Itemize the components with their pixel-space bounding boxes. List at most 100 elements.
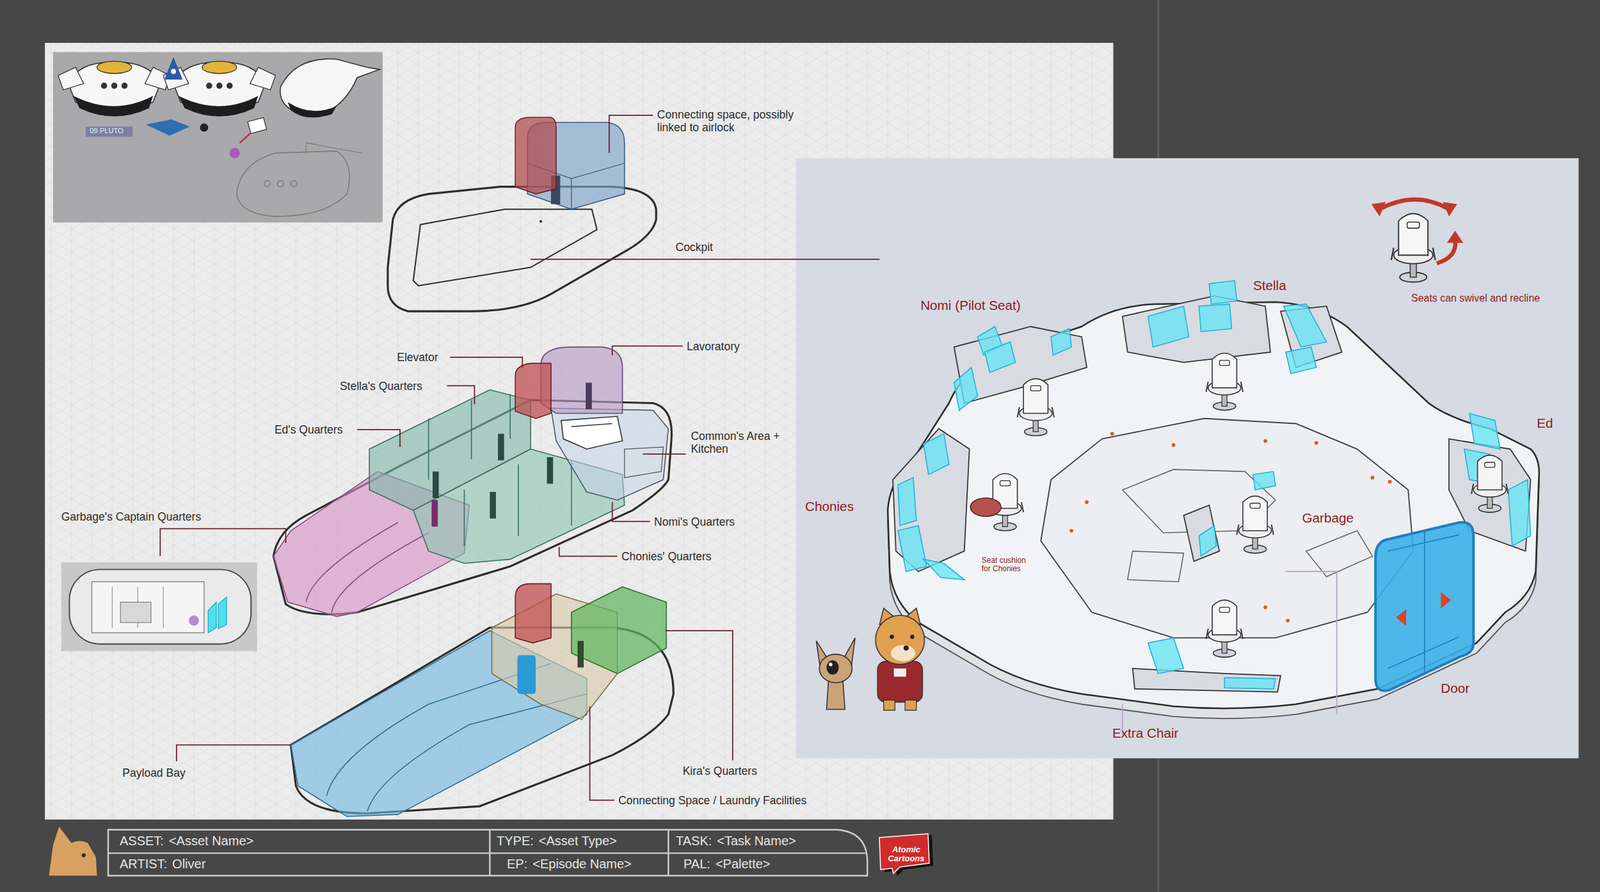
callout-label: Ed bbox=[1536, 415, 1553, 431]
leader-lines-part bbox=[446, 385, 475, 404]
swivel-icon-part bbox=[1371, 202, 1386, 217]
screens-part bbox=[984, 341, 1016, 373]
info-bar-part bbox=[489, 829, 669, 876]
door bbox=[1375, 522, 1474, 691]
ship-thumbnail-part bbox=[58, 61, 171, 117]
ship-thumbnail-part bbox=[288, 101, 338, 118]
seats-part bbox=[1017, 378, 1055, 436]
corgi-character-part bbox=[875, 615, 925, 665]
leader-lines-part bbox=[590, 705, 615, 800]
corgi-character-part bbox=[877, 661, 923, 703]
screens-part bbox=[1285, 346, 1317, 374]
quarters-level-part bbox=[624, 446, 664, 478]
callout-label: Ed's Quarters bbox=[274, 423, 344, 436]
title-block-cell: ASSET:<Asset Name> bbox=[117, 832, 256, 848]
quarters-level-part bbox=[585, 382, 592, 409]
field-value: <Palette> bbox=[715, 856, 771, 871]
field-label: ARTIST: bbox=[119, 856, 168, 871]
chihuahua-character-part bbox=[828, 662, 833, 667]
corgi-icon bbox=[49, 826, 98, 876]
screens-part bbox=[1198, 525, 1216, 557]
screens-part bbox=[1050, 328, 1072, 355]
callout-label: Stella bbox=[1253, 277, 1287, 294]
screens-part bbox=[897, 477, 917, 526]
leader-lines-part bbox=[609, 115, 654, 153]
chihuahua-character-part bbox=[826, 659, 839, 674]
seats-part bbox=[1206, 352, 1243, 410]
ship-thumbnail-part bbox=[236, 151, 350, 217]
logo-text: Atomic Cartoons bbox=[883, 844, 930, 864]
field-label: TYPE: bbox=[496, 833, 534, 848]
cockpit-level-part bbox=[387, 186, 656, 312]
ship-thumbnail-part bbox=[264, 180, 271, 187]
quarters-thumbnail-part bbox=[69, 568, 251, 644]
callout-label: Nomi's Quarters bbox=[654, 515, 735, 528]
payload-level bbox=[290, 583, 674, 816]
swivel-icon-part bbox=[1436, 240, 1456, 264]
callout-label: Seats can swivel and recline bbox=[1411, 292, 1540, 304]
swivel-icon-part bbox=[1447, 230, 1464, 243]
callout-label: Common's Area + Kitchen bbox=[690, 429, 803, 456]
field-label: TASK: bbox=[675, 833, 712, 848]
quarters-level-part bbox=[547, 456, 554, 484]
ship-thumbnail-part bbox=[145, 119, 191, 136]
consoles-part bbox=[1132, 668, 1281, 692]
quarters-thumbnail-part bbox=[61, 561, 258, 651]
logo-bubble bbox=[879, 833, 930, 873]
right-panel bbox=[796, 158, 1579, 758]
leader-lines-part bbox=[642, 453, 686, 455]
screens-part bbox=[1283, 304, 1327, 347]
cockpit-plan-part bbox=[887, 302, 1540, 708]
title-block-cell: TYPE: <Asset Type> bbox=[494, 832, 620, 848]
quarters-level-part bbox=[305, 522, 429, 612]
indicator-dots-part bbox=[1370, 475, 1375, 480]
callout-label: Connecting Space / Laundry Facilities bbox=[618, 793, 807, 807]
indicator-dots-part bbox=[1171, 442, 1176, 447]
quarters-level-part bbox=[489, 491, 496, 518]
swivel-icon-part bbox=[1391, 213, 1436, 282]
callout-label: Garbage bbox=[1301, 510, 1354, 526]
ship-thumbnail-part bbox=[305, 142, 363, 153]
ship-thumbnail-part bbox=[170, 69, 176, 75]
quarters-level-part bbox=[561, 416, 623, 449]
title-block-cell: PAL:<Palette> bbox=[680, 855, 774, 872]
corgi-icon-part bbox=[49, 826, 98, 876]
callout-label: Garbage's Captain Quarters bbox=[61, 510, 202, 523]
leader-lines-part bbox=[559, 546, 618, 556]
quarters-level-part bbox=[431, 499, 438, 527]
cockpit-level-part bbox=[539, 220, 543, 223]
ship-thumbnail-part bbox=[164, 56, 184, 80]
consoles-part bbox=[1184, 504, 1220, 562]
indicator-dots-part bbox=[1084, 499, 1089, 504]
cockpit-plan bbox=[816, 199, 1540, 735]
quarters-level bbox=[273, 346, 672, 617]
leader-lines-part bbox=[176, 744, 292, 761]
seats-part bbox=[1236, 496, 1273, 553]
indicator-dots bbox=[1069, 431, 1392, 622]
field-value: <Task Name> bbox=[716, 833, 796, 848]
screens-part bbox=[1224, 677, 1276, 689]
indicator-dots-part bbox=[1388, 479, 1392, 484]
info-bar-part bbox=[108, 851, 866, 854]
quarters-level-part bbox=[428, 393, 572, 546]
screens-part bbox=[954, 367, 978, 411]
quarters-thumbnail-part bbox=[91, 581, 204, 633]
callout-label: Nomi (Pilot Seat) bbox=[920, 297, 1021, 313]
callout-label: Lavoratory bbox=[686, 339, 740, 353]
leader-lines bbox=[160, 115, 733, 800]
corgi-character-part bbox=[890, 644, 916, 662]
corgi-character-part bbox=[910, 634, 914, 639]
leader-line bbox=[530, 258, 880, 260]
title-block-cell: ARTIST: Oliver bbox=[117, 855, 208, 872]
field-value: Oliver bbox=[172, 856, 206, 871]
indicator-dots-part bbox=[1263, 604, 1268, 609]
screens-part bbox=[923, 558, 965, 580]
field-value: <Asset Type> bbox=[538, 833, 617, 848]
screens-part bbox=[1508, 479, 1531, 546]
swivel-icon-part bbox=[1379, 199, 1449, 210]
quarters-level-part bbox=[515, 362, 552, 418]
payload-level-part bbox=[571, 586, 667, 673]
ship-thumbnail-part bbox=[200, 123, 209, 132]
info-bar-part bbox=[108, 829, 868, 876]
